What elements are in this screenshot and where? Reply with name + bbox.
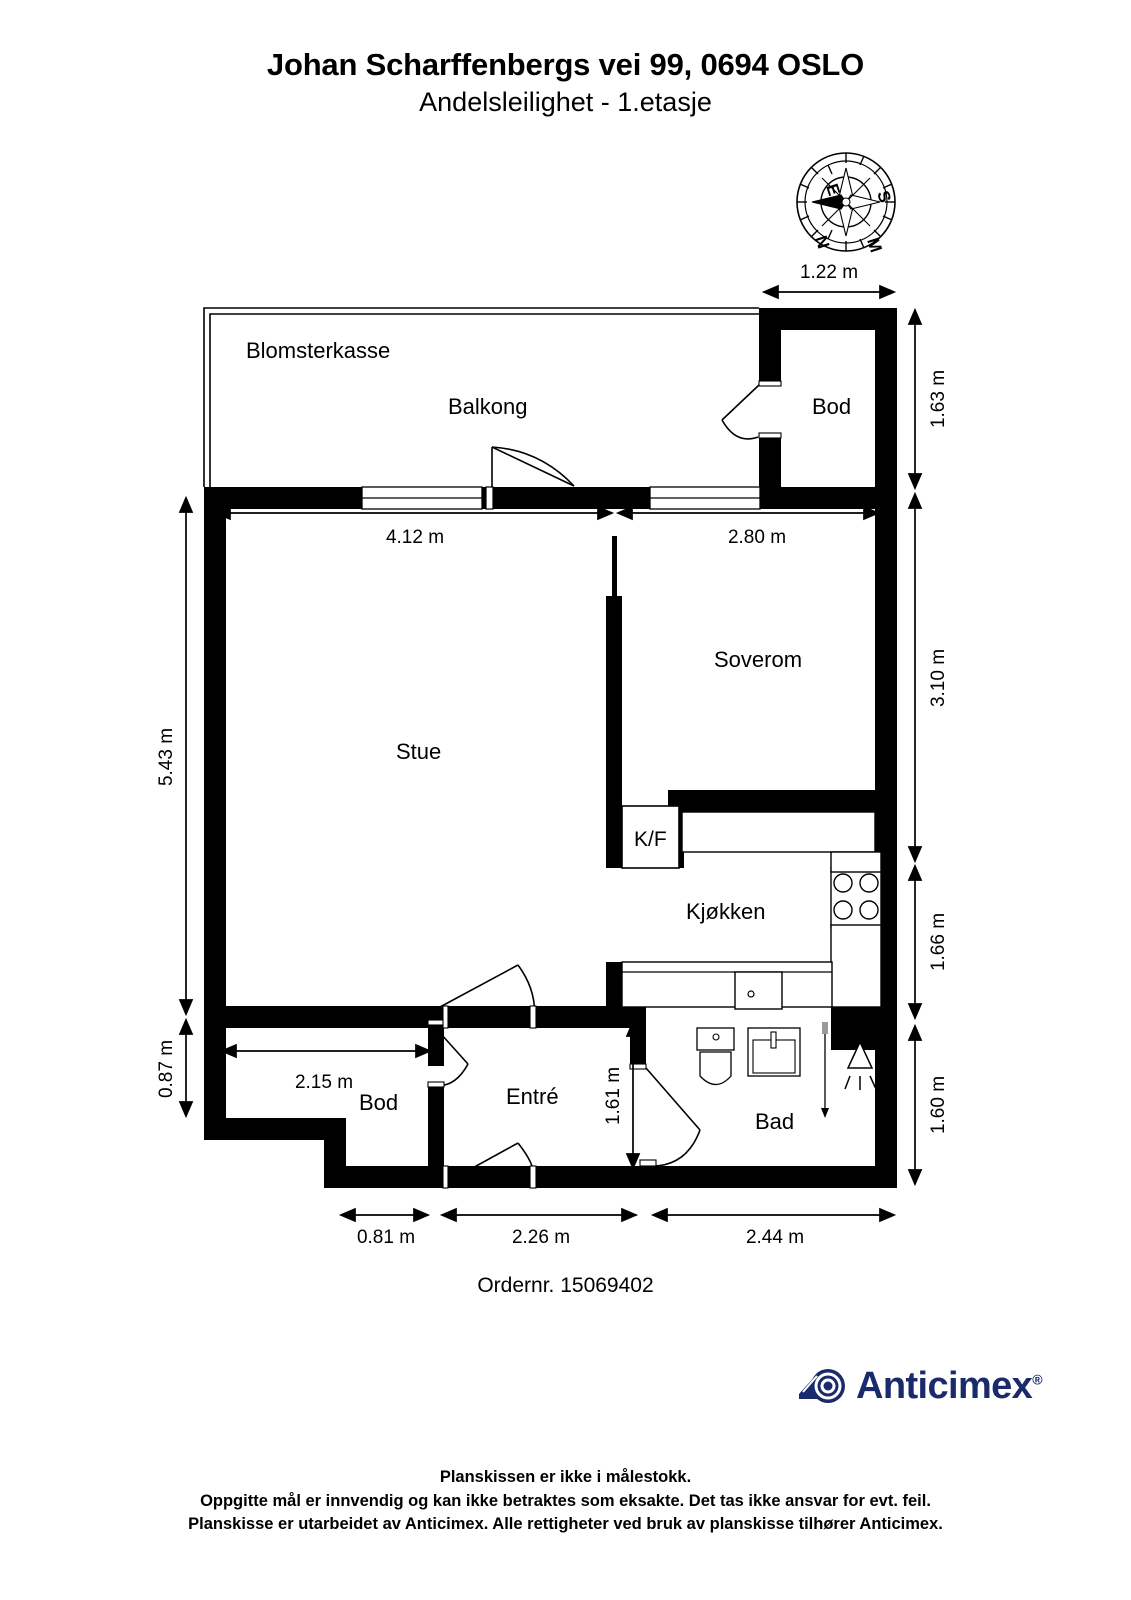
room-label-bod-bottom: Bod [359, 1090, 398, 1115]
order-number: Ordernr. 15069402 [477, 1274, 654, 1297]
compass-rose: E S M N [796, 152, 896, 255]
room-label-blomsterkasse: Blomsterkasse [246, 338, 390, 363]
dim-right-bod: 1.63 m [928, 370, 949, 428]
dim-bod-inner-width: 2.15 m [295, 1072, 353, 1093]
title-address: Johan Scharffenbergs vei 99, 0694 OSLO [266, 47, 865, 82]
dim-right-kjokken: 1.66 m [928, 913, 949, 971]
anticimex-house-spiral-icon [799, 1369, 845, 1403]
room-label-kf: K/F [634, 828, 667, 851]
door-bad [629, 1063, 701, 1167]
dim-stue-width: 4.12 m [386, 527, 444, 548]
footer-disclaimer: Planskissen er ikke i målestokk. Oppgitt… [0, 1466, 1131, 1537]
kitchen-counter-top [681, 811, 876, 853]
door-entre-stue [439, 964, 537, 1029]
dim-entre-height: 1.61 m [603, 1067, 624, 1125]
footer-line-2: Oppgitte mål er innvendig og kan ikke be… [200, 1491, 931, 1510]
footer-line-3: Planskisse er utarbeidet av Anticimex. A… [188, 1515, 943, 1533]
room-label-stue: Stue [396, 739, 441, 764]
bathroom-sink [747, 1027, 801, 1077]
dim-left-lower: 0.87 m [156, 1040, 177, 1098]
anticimex-wordmark: Anticimex® [856, 1364, 1043, 1408]
room-label-balkong: Balkong [448, 394, 528, 419]
kitchen-sink [734, 971, 783, 1010]
dim-bottom-bad: 2.44 m [746, 1227, 804, 1248]
window-stue [361, 486, 483, 510]
dim-soverom-width: 2.80 m [728, 527, 786, 548]
toilet [696, 1027, 735, 1086]
shower-head [844, 1040, 877, 1090]
kitchen-counter-right [830, 851, 882, 1008]
title-subtitle: Andelsleilighet - 1.etasje [419, 87, 712, 117]
dim-bottom-bod: 0.81 m [357, 1227, 415, 1248]
compass-letter-s: S [873, 188, 895, 205]
footer-line-1: Planskissen er ikke i målestokk. [439, 1468, 692, 1486]
room-label-bad: Bad [755, 1109, 794, 1134]
door-entrance [439, 1142, 537, 1189]
room-label-soverom: Soverom [714, 647, 802, 672]
window-soverom [649, 486, 761, 510]
registered-mark: ® [1032, 1370, 1042, 1387]
room-label-kjokken: Kjøkken [686, 899, 765, 924]
dimension-lines [178, 284, 923, 1223]
room-label-entre: Entré [506, 1084, 559, 1109]
compass-letter-n: N [811, 233, 833, 251]
dim-left-main: 5.43 m [156, 728, 177, 786]
balcony-railing [203, 307, 759, 487]
dim-right-bad: 1.60 m [928, 1076, 949, 1134]
stove-4-burner [830, 867, 882, 929]
shower-drain-line [821, 1022, 829, 1118]
kf-cabinet [621, 805, 680, 869]
room-label-bod-top: Bod [812, 394, 851, 419]
page-title: Johan Scharffenbergs vei 99, 0694 OSLO A… [0, 46, 1131, 119]
anticimex-logo: Anticimex® [795, 1355, 1065, 1417]
compass-letter-m: M [863, 235, 885, 254]
door-balcony [485, 446, 575, 510]
anticimex-name: Anticimex [856, 1364, 1033, 1407]
compass-letter-e: E [822, 181, 844, 198]
door-bod-top [721, 380, 782, 440]
dim-bottom-entre: 2.26 m [512, 1227, 570, 1248]
dim-right-soverom: 3.10 m [928, 649, 949, 707]
dim-top-bod-width: 1.22 m [800, 262, 858, 283]
kitchen-counter-bottom [621, 961, 833, 1008]
